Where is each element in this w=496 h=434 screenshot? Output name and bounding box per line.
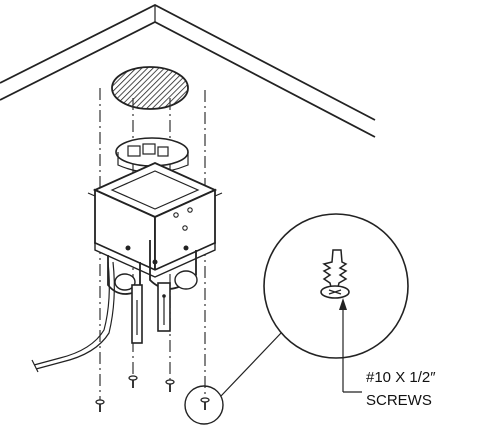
screw-part-label: SCREWS <box>366 392 432 409</box>
screw-size-label: #10 X 1/2″ <box>366 369 436 386</box>
screw-icon <box>320 249 350 299</box>
left-bracket <box>107 255 143 344</box>
supply-wires <box>31 261 115 373</box>
ceiling-corner <box>0 3 376 138</box>
right-bracket <box>149 240 198 332</box>
magnified-detail-circle <box>263 213 409 393</box>
mounting-ring <box>115 137 189 174</box>
screw <box>165 379 175 392</box>
fixture-body <box>87 162 223 278</box>
ceiling-hole <box>111 66 189 110</box>
screw <box>95 399 105 412</box>
detail-marker-circle <box>184 331 283 425</box>
screw <box>128 375 138 388</box>
screw <box>200 397 210 410</box>
